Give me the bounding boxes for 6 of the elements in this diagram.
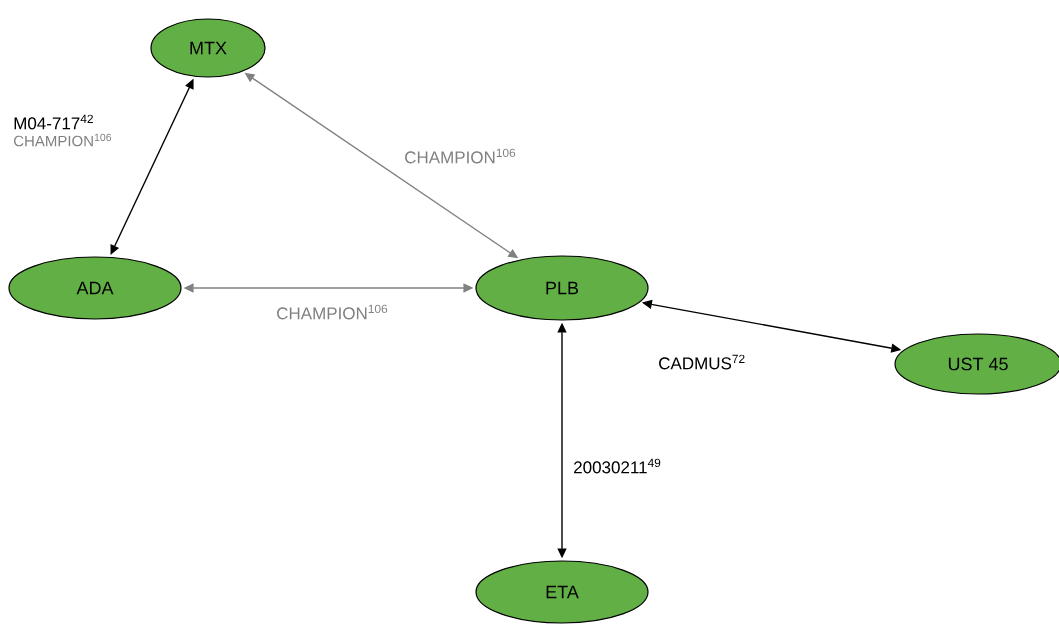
edge-label: 20030211$^{49}$ [574,458,661,474]
trial-note: CHAMPION$^{106}$ [13,133,112,147]
edge-label: CHAMPION$^{106}$ [277,304,388,320]
edge-label: CADMUS$^{72}$ [659,354,745,370]
edge-label: M04-717$^{42}$ [14,114,93,130]
edge-label: CHAMPION$^{106}$ [405,148,516,164]
